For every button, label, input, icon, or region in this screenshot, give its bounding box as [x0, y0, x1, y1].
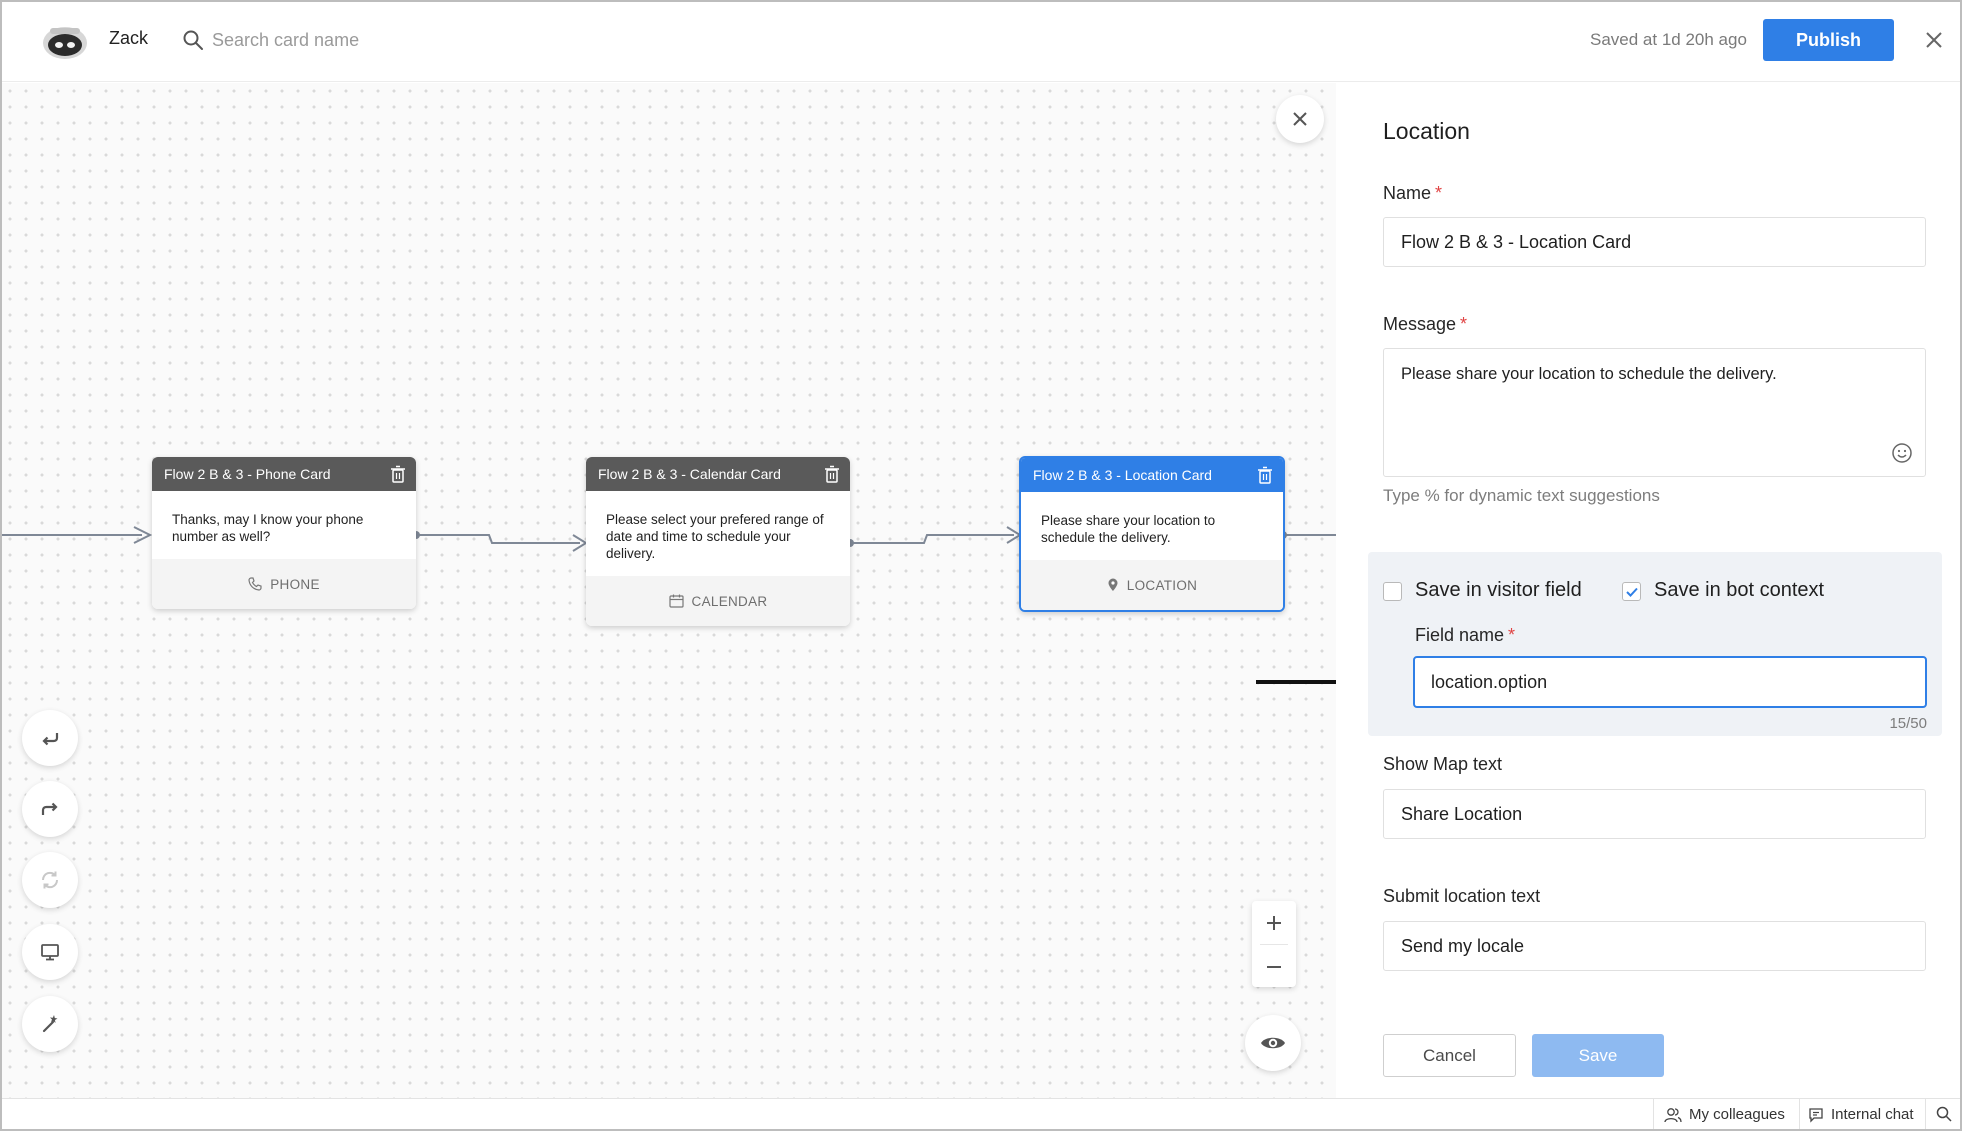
card-type: CALENDAR [586, 576, 850, 626]
card-type: LOCATION [1021, 560, 1283, 610]
submit-location-label: Submit location text [1383, 886, 1541, 906]
checkmark-icon [1625, 587, 1638, 597]
name-label: Name* [1383, 183, 1442, 204]
card-type-label: LOCATION [1126, 577, 1198, 593]
card-header: Flow 2 B & 3 - Location Card [1021, 458, 1283, 492]
emoji-icon[interactable] [1891, 442, 1913, 464]
saved-status: Saved at 1d 20h ago [1590, 30, 1747, 49]
card-message: Thanks, may I know your phone number as … [172, 512, 364, 544]
my-colleagues-label: My colleagues [1689, 1106, 1785, 1123]
auto-arrange-button[interactable] [22, 996, 78, 1052]
card-title: Flow 2 B & 3 - Location Card [1033, 467, 1212, 483]
bottom-divider [1653, 1099, 1654, 1129]
required-mark: * [1435, 183, 1443, 203]
save-button[interactable]: Save [1532, 1034, 1664, 1077]
trash-icon[interactable] [390, 465, 406, 483]
bot-name: Zack [109, 28, 149, 48]
top-bar: Zack Saved at 1d 20h ago Publish [2, 2, 1960, 82]
close-icon [1293, 112, 1307, 126]
card-type-label: CALENDAR [691, 593, 768, 609]
bottom-divider [1925, 1099, 1926, 1129]
search-icon [183, 30, 203, 50]
bottom-bar: My colleagues Internal chat [2, 1098, 1960, 1129]
flow-card-phone[interactable]: Flow 2 B & 3 - Phone Card Thanks, may I … [152, 457, 416, 609]
trash-icon[interactable] [824, 465, 840, 483]
zoom-out-button[interactable] [1252, 945, 1296, 988]
redo-icon [41, 802, 58, 815]
panel-title: Location [1383, 118, 1470, 144]
preview-screen-button[interactable] [22, 924, 78, 980]
save-visitor-checkbox[interactable] [1383, 582, 1402, 601]
chat-icon [1809, 1107, 1823, 1123]
card-header: Flow 2 B & 3 - Calendar Card [586, 457, 850, 491]
canvas-close-button[interactable] [1276, 95, 1324, 143]
monitor-icon [41, 944, 59, 961]
card-title: Flow 2 B & 3 - Phone Card [164, 466, 331, 482]
name-field[interactable] [1383, 217, 1926, 267]
internal-chat-button[interactable]: Internal chat [1808, 1106, 1914, 1123]
submit-location-field[interactable] [1383, 921, 1926, 971]
close-icon[interactable] [1922, 28, 1946, 52]
card-message: Please share your location to schedule t… [1041, 513, 1216, 545]
card-type-label: PHONE [270, 576, 320, 592]
save-visitor-label[interactable]: Save in visitor field [1415, 579, 1582, 601]
card-message: Please select your prefered range of dat… [606, 512, 824, 561]
trash-icon[interactable] [1257, 466, 1273, 484]
undo-icon [42, 733, 59, 746]
flow-card-calendar[interactable]: Flow 2 B & 3 - Calendar Card Please sele… [586, 457, 850, 626]
field-name-label: Field name* [1415, 625, 1515, 646]
required-mark: * [1508, 625, 1516, 645]
search-icon [1936, 1106, 1952, 1122]
zoom-controls [1252, 901, 1296, 987]
message-text[interactable]: Please share your location to schedule t… [1401, 365, 1777, 383]
users-icon [1664, 1107, 1682, 1122]
field-name-label-text: Field name [1415, 625, 1505, 645]
save-context-section: Save in visitor field Save in bot contex… [1368, 552, 1942, 736]
zoom-divider [1260, 944, 1288, 945]
message-textarea[interactable]: Please share your location to schedule t… [1383, 348, 1926, 477]
save-bot-label[interactable]: Save in bot context [1654, 579, 1825, 601]
refresh-button[interactable] [22, 852, 78, 908]
cancel-button[interactable]: Cancel [1383, 1034, 1516, 1077]
required-mark: * [1460, 314, 1468, 334]
preview-button[interactable] [1245, 1015, 1301, 1071]
refresh-icon [41, 871, 59, 889]
card-type: PHONE [152, 559, 416, 609]
message-label: Message* [1383, 314, 1467, 335]
publish-button[interactable]: Publish [1763, 19, 1894, 61]
bottom-divider [1799, 1099, 1800, 1129]
save-bot-checkbox[interactable] [1622, 582, 1641, 601]
phone-icon [248, 577, 262, 591]
zoom-in-button[interactable] [1252, 901, 1296, 944]
card-title: Flow 2 B & 3 - Calendar Card [598, 466, 781, 482]
message-label-text: Message [1383, 314, 1457, 334]
magic-wand-icon [42, 1015, 58, 1033]
show-map-field[interactable] [1383, 789, 1926, 839]
minus-icon [1267, 965, 1281, 968]
flow-card-location[interactable]: Flow 2 B & 3 - Location Card Please shar… [1019, 456, 1285, 612]
char-counter: 15/50 [1889, 715, 1927, 732]
flow-canvas[interactable]: Flow 2 B & 3 - Phone Card Thanks, may I … [2, 83, 1336, 1098]
plus-icon [1267, 915, 1281, 930]
calendar-icon [668, 594, 684, 608]
bottom-search-button[interactable] [1936, 1106, 1959, 1122]
internal-chat-label: Internal chat [1831, 1106, 1914, 1123]
field-name-input[interactable] [1413, 656, 1927, 708]
search-card-input[interactable] [212, 24, 512, 56]
card-settings-panel: Location Name* Message* Please share you… [1336, 83, 1960, 1098]
card-header: Flow 2 B & 3 - Phone Card [152, 457, 416, 491]
my-colleagues-button[interactable]: My colleagues [1664, 1106, 1785, 1123]
bot-avatar [43, 27, 87, 59]
location-pin-icon [1108, 578, 1118, 591]
name-label-text: Name [1383, 183, 1432, 203]
eye-icon [1261, 1037, 1285, 1049]
undo-button[interactable] [22, 710, 78, 766]
show-map-label: Show Map text [1383, 754, 1503, 774]
redo-button[interactable] [22, 781, 78, 837]
message-hint: Type % for dynamic text suggestions [1383, 486, 1660, 505]
